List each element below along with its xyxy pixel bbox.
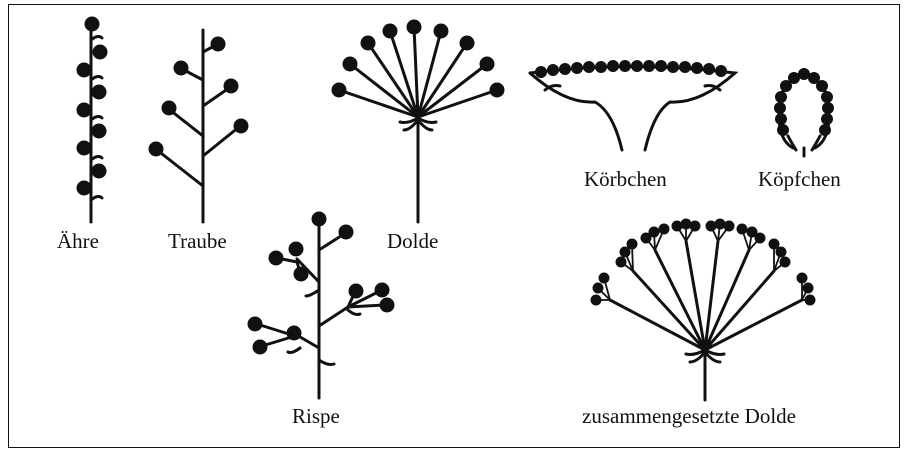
koerbchen-figure [530,62,735,151]
traube-figure [150,30,247,222]
label-rispe: Rispe [292,404,340,428]
koepfchen-figure [776,70,833,157]
zusammengesetzte-dolde-figure [592,220,814,400]
label-traube: Traube [168,229,227,253]
label-zusammengesetzte-dolde: zusammengesetzte Dolde [582,404,796,428]
label-koepfchen: Köpfchen [758,167,841,191]
rispe-figure [249,213,393,398]
label-dolde: Dolde [387,229,438,253]
dolde-figure [333,21,503,222]
label-aehre: Ähre [57,229,99,253]
aehre-figure [78,18,106,222]
label-koerbchen: Körbchen [584,167,667,191]
